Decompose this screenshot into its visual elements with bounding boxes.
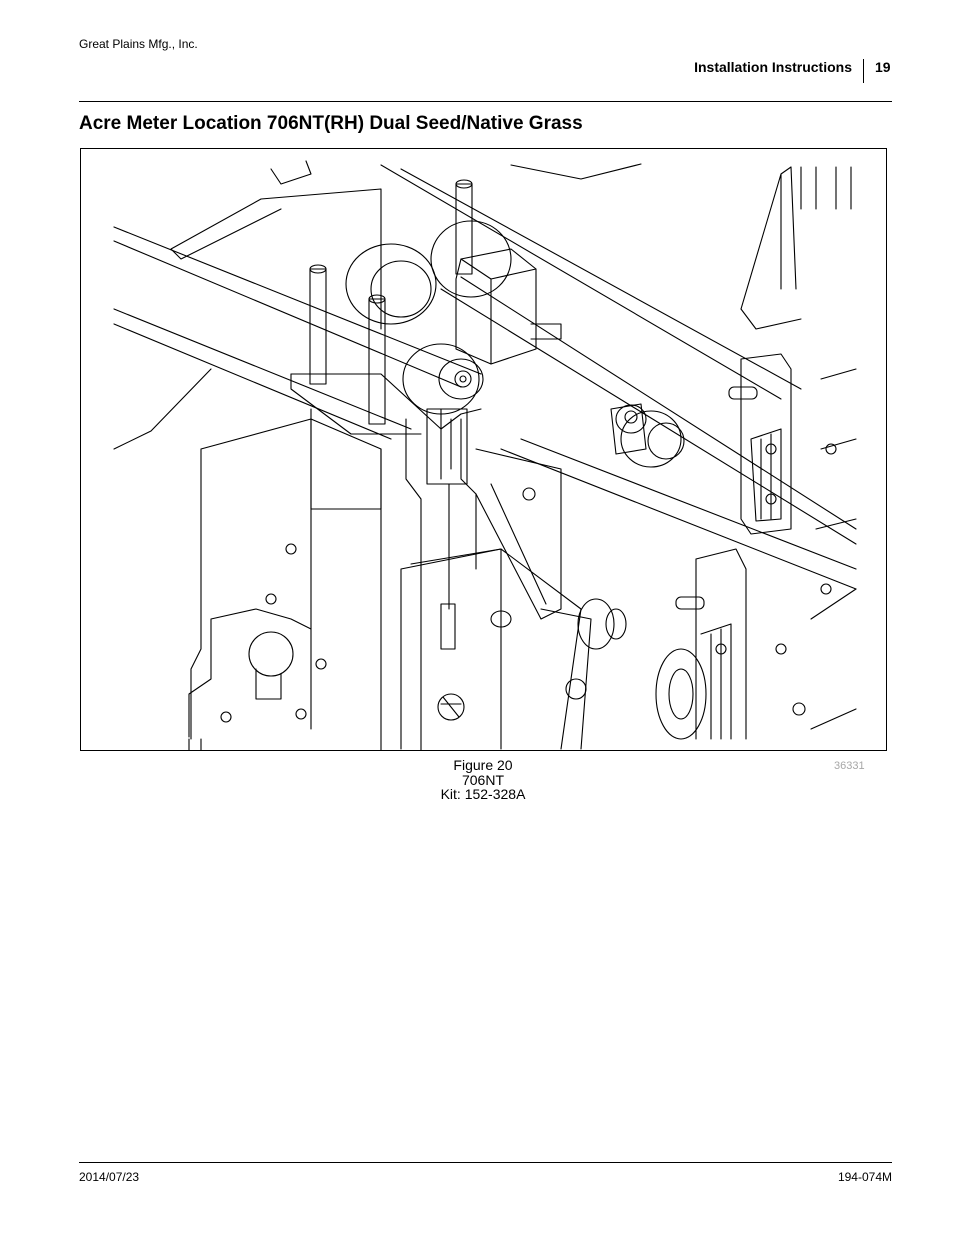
- document-number: 194-074M: [837, 1170, 892, 1184]
- header-separator: [863, 59, 864, 83]
- figure-caption-number: Figure 20: [453, 757, 513, 773]
- figure-illustration: [80, 148, 887, 751]
- footer-rule: [79, 1162, 892, 1163]
- page-heading: Acre Meter Location 706NT(RH) Dual Seed/…: [79, 113, 583, 134]
- section-title: Installation Instructions: [694, 59, 852, 75]
- figure-caption-model: 706NT: [461, 771, 505, 788]
- figure-caption-kit: Kit: 152-328A: [440, 786, 526, 802]
- figure-caption: Figure 20 706NT Kit: 152-328A: [383, 758, 583, 802]
- company-name: Great Plains Mfg., Inc.: [79, 37, 198, 51]
- figure-id: 36331: [834, 760, 865, 772]
- header-rule: [79, 101, 892, 102]
- page-number: 19: [875, 59, 891, 75]
- technical-drawing: [113, 160, 857, 750]
- footer-date: 2014/07/23: [79, 1170, 140, 1184]
